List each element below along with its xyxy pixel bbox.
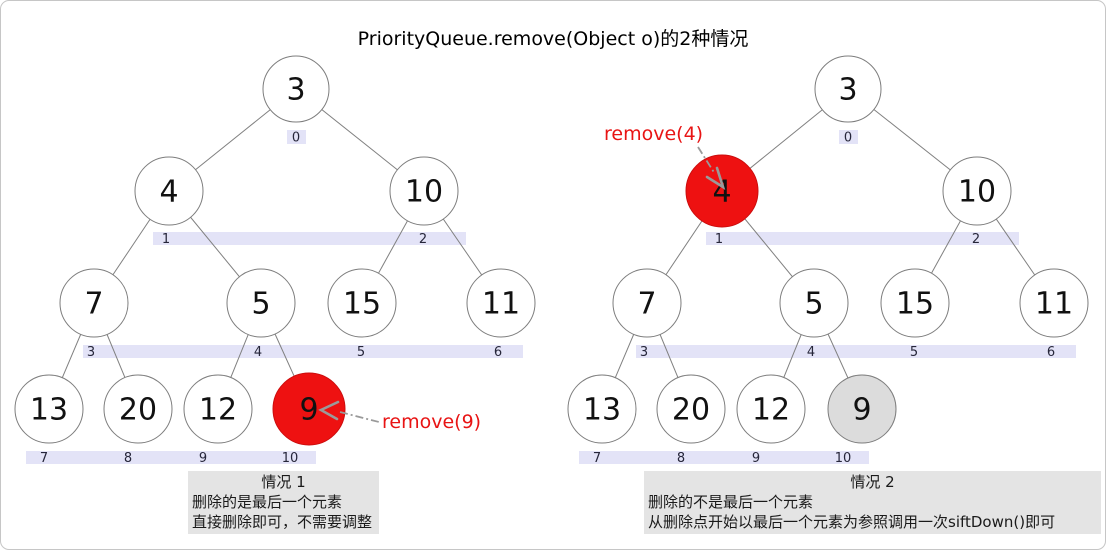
heap-node-value: 11 xyxy=(482,287,520,322)
array-index-bar xyxy=(579,451,869,464)
array-index-label: 0 xyxy=(844,131,852,146)
array-index-bar xyxy=(636,345,1076,358)
heap-node-5 xyxy=(226,268,296,338)
array-index-label: 4 xyxy=(807,345,815,360)
array-index-label: 2 xyxy=(972,232,980,247)
annotation-leader-line xyxy=(697,146,716,175)
heap-node-value: 15 xyxy=(343,287,381,322)
heap-node-11 xyxy=(1019,268,1089,338)
heap-node-12 xyxy=(736,374,806,444)
heap-node-11 xyxy=(466,268,536,338)
heap-node-value: 10 xyxy=(405,175,443,210)
array-index-label: 8 xyxy=(124,451,132,466)
array-index-label: 3 xyxy=(87,345,95,360)
array-index-bar xyxy=(83,345,523,358)
heap-node-20 xyxy=(656,374,726,444)
heap-node-value: 15 xyxy=(896,287,934,322)
remove-annotation-label: remove(9) xyxy=(382,411,481,433)
heap-node-value: 5 xyxy=(251,287,270,322)
heap-node-9 xyxy=(272,372,346,446)
heap-node-13 xyxy=(14,374,84,444)
heap-node-value: 5 xyxy=(804,287,823,322)
heap-node-value: 9 xyxy=(299,393,318,428)
heap-node-10 xyxy=(389,156,459,226)
caption-case-1: 情况 1 删除的是最后一个元素 直接删除即可，不需要调整 xyxy=(188,471,379,534)
array-index-bar xyxy=(839,130,858,144)
heap-node-15 xyxy=(327,268,397,338)
heap-node-value: 12 xyxy=(199,393,237,428)
array-index-label: 10 xyxy=(835,451,852,466)
caption-case-2: 情况 2 删除的不是最后一个元素 从删除点开始以最后一个元素为参照调用一次sif… xyxy=(644,471,1101,534)
array-index-label: 0 xyxy=(292,131,300,146)
heap-node-value: 3 xyxy=(286,73,305,108)
heap-node-value: 13 xyxy=(30,393,68,428)
array-index-bar xyxy=(153,232,466,245)
heap-node-4 xyxy=(134,156,204,226)
heap-node-15 xyxy=(880,268,950,338)
array-index-label: 5 xyxy=(910,345,918,360)
heap-node-value: 3 xyxy=(838,73,857,108)
heap-node-value: 11 xyxy=(1035,287,1073,322)
heap-node-3 xyxy=(262,55,330,123)
array-index-label: 2 xyxy=(419,232,427,247)
caption-case-2-line-1: 删除的不是最后一个元素 xyxy=(648,493,814,511)
array-index-label: 9 xyxy=(752,451,760,466)
heap-node-value: 4 xyxy=(159,175,178,210)
heap-node-value: 10 xyxy=(958,175,996,210)
array-index-label: 3 xyxy=(640,345,648,360)
array-index-label: 6 xyxy=(494,345,502,360)
heap-node-12 xyxy=(183,374,253,444)
annotation-leader-line xyxy=(339,411,380,423)
array-index-label: 10 xyxy=(282,451,299,466)
caption-case-1-heading: 情况 1 xyxy=(261,473,306,491)
heap-node-value: 20 xyxy=(672,393,710,428)
heap-node-7 xyxy=(59,268,129,338)
heap-node-10 xyxy=(942,156,1012,226)
caption-case-1-line-2: 直接删除即可，不需要调整 xyxy=(192,513,373,531)
array-index-label: 9 xyxy=(199,451,207,466)
caption-case-2-heading: 情况 2 xyxy=(850,473,895,491)
heap-node-value: 9 xyxy=(852,393,871,428)
arrowhead-icon xyxy=(318,400,340,421)
array-index-label: 4 xyxy=(254,345,262,360)
heap-node-value: 20 xyxy=(119,393,157,428)
array-index-label: 7 xyxy=(40,451,48,466)
array-index-label: 7 xyxy=(593,451,601,466)
heap-node-3 xyxy=(814,55,882,123)
array-index-label: 1 xyxy=(162,232,170,247)
caption-case-2-line-2: 从删除点开始以最后一个元素为参照调用一次siftDown()即可 xyxy=(648,513,1056,531)
array-index-label: 5 xyxy=(357,345,365,360)
array-index-bar xyxy=(287,130,306,144)
page-title: PriorityQueue.remove(Object o)的2种情况 xyxy=(357,28,749,50)
heap-node-9 xyxy=(827,374,897,444)
heap-node-value: 7 xyxy=(84,287,103,322)
caption-case-1-line-1: 删除的是最后一个元素 xyxy=(192,493,343,511)
heap-node-value: 13 xyxy=(583,393,621,428)
heap-node-value: 7 xyxy=(637,287,656,322)
array-index-label: 1 xyxy=(715,232,723,247)
heap-node-5 xyxy=(779,268,849,338)
heap-node-13 xyxy=(567,374,637,444)
heap-node-4 xyxy=(685,154,759,228)
array-index-bar xyxy=(706,232,1019,245)
remove-annotation-label: remove(4) xyxy=(604,123,703,145)
array-index-bar xyxy=(26,451,316,464)
array-index-label: 8 xyxy=(677,451,685,466)
heap-node-7 xyxy=(612,268,682,338)
heap-node-value: 12 xyxy=(752,393,790,428)
heap-node-20 xyxy=(103,374,173,444)
array-index-label: 6 xyxy=(1047,345,1055,360)
arrowhead-icon xyxy=(705,166,726,190)
